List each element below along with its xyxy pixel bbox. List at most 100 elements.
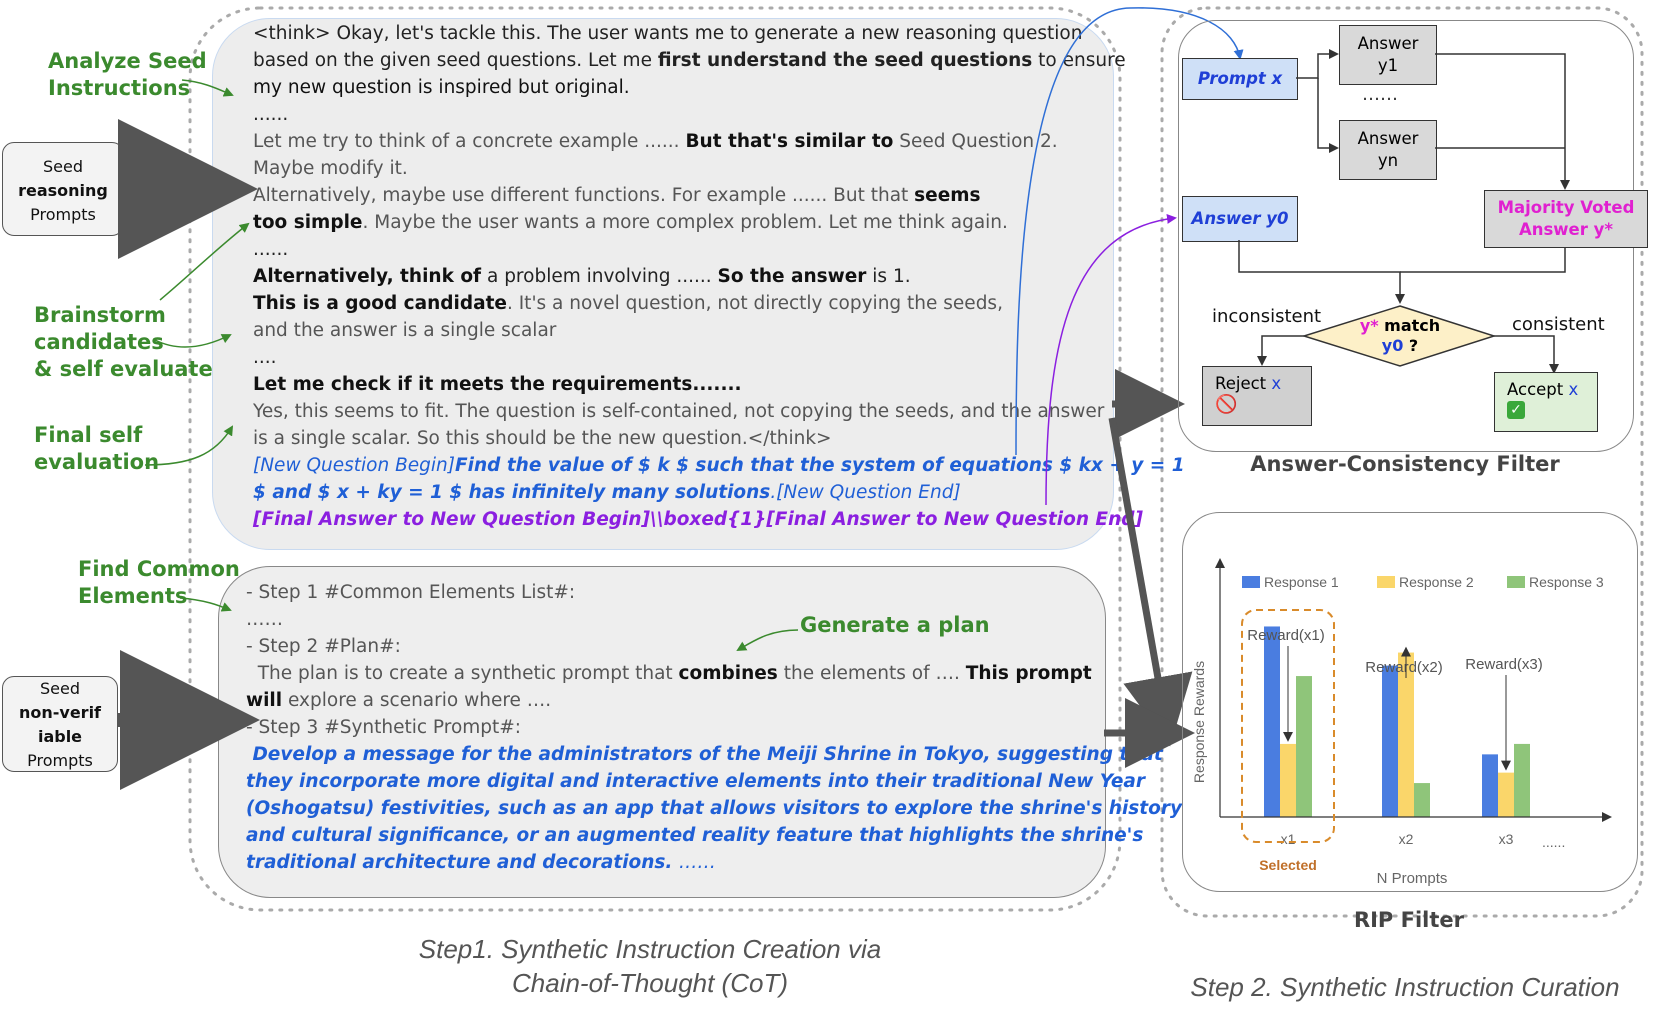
caption-line: Chain-of-Thought (CoT) bbox=[512, 968, 788, 998]
connector bbox=[1317, 78, 1339, 153]
cot-line: <think> Okay, let's tackle this. The use… bbox=[253, 23, 1083, 44]
cot-bold: first understand the seed questions bbox=[657, 50, 1033, 71]
step2-caption: Step 2. Synthetic Instruction Curation bbox=[1190, 972, 1620, 1002]
cot-line: a problem involving ...... bbox=[481, 266, 718, 287]
legend-label: Response 1 bbox=[1264, 574, 1339, 590]
cot-line: Maybe modify it. bbox=[253, 158, 408, 179]
final-answer-to-answer0-arrow bbox=[1045, 213, 1177, 506]
connector bbox=[1494, 335, 1559, 374]
plan-line: - Step 3 #Synthetic Prompt#: bbox=[246, 717, 522, 738]
connector bbox=[1435, 53, 1570, 190]
legend-swatch bbox=[1507, 576, 1525, 588]
annotation-arrow bbox=[181, 79, 234, 97]
cot-line: based on the given seed questions. Let m… bbox=[253, 50, 658, 71]
new-question-tag: [New Question Begin] bbox=[253, 455, 455, 476]
synthetic-prompt-line: traditional architecture and decorations… bbox=[246, 852, 679, 873]
plan-line: explore a scenario where …. bbox=[282, 690, 552, 711]
bar bbox=[1264, 626, 1280, 817]
bar bbox=[1398, 652, 1414, 817]
bar bbox=[1498, 772, 1514, 817]
cot-text: <think> Okay, let's tackle this. The use… bbox=[253, 20, 1185, 533]
majority-voted-box: Majority Voted Answer y* bbox=[1484, 190, 1648, 248]
cot-bold: So the answer bbox=[717, 266, 867, 287]
cot-bold: Alternatively, think of bbox=[253, 266, 482, 287]
annotation-line: Elements bbox=[78, 584, 188, 608]
x-axis-dots: ...... bbox=[1542, 834, 1565, 850]
consistency-title: Answer-Consistency Filter bbox=[1250, 452, 1560, 476]
bar bbox=[1414, 783, 1430, 817]
annotation-arrow bbox=[144, 425, 234, 466]
reward-label: Reward(x1) bbox=[1247, 627, 1325, 644]
bar bbox=[1514, 743, 1530, 817]
plan-line: - Step 1 #Common Elements List#: bbox=[246, 582, 576, 603]
cot-line: is a single scalar. So this should be th… bbox=[253, 428, 832, 449]
cot-line: ...... bbox=[253, 104, 289, 125]
annotation-line: & self evaluate bbox=[34, 357, 213, 381]
x-tick-label: x3 bbox=[1499, 831, 1514, 847]
accept-label: Accept bbox=[1507, 380, 1564, 399]
synthetic-prompt-line: and cultural significance, or an augment… bbox=[246, 825, 1144, 846]
annotation-line: Analyze Seed bbox=[48, 49, 207, 73]
annotation-line: Brainstorm bbox=[34, 303, 166, 327]
match-q: ? bbox=[1403, 336, 1419, 355]
x-tick-label: x2 bbox=[1399, 831, 1414, 847]
plan-bold: This prompt bbox=[965, 663, 1092, 684]
answer-dots: …… bbox=[1362, 84, 1398, 105]
annotation-analyze-seed: Analyze Seed Instructions bbox=[48, 48, 207, 102]
cot-bold: But that's similar to bbox=[685, 131, 894, 152]
annotation-arrow bbox=[159, 222, 250, 301]
legend-swatch bbox=[1242, 576, 1260, 588]
reject-label: Reject bbox=[1215, 374, 1267, 393]
cot-to-rip-arrow bbox=[1108, 417, 1193, 747]
prompt-x-box: Prompt x bbox=[1182, 58, 1298, 100]
check-icon: ✓ bbox=[1507, 401, 1525, 419]
synthetic-prompt-line: they incorporate more digital and intera… bbox=[246, 771, 1145, 792]
answer-label: Answer bbox=[1357, 34, 1419, 53]
seed-nonverifiable-box: Seed non-verif iable Prompts bbox=[2, 676, 118, 772]
cot-line: my new question is inspired but original… bbox=[253, 77, 630, 98]
plan-bold: combines bbox=[678, 663, 778, 684]
annotation-find-common: Find Common Elements bbox=[78, 556, 240, 610]
reward-label: Reward(x2) bbox=[1365, 659, 1443, 676]
accept-x: x bbox=[1568, 380, 1579, 399]
answer-y0-box: Answer y0 bbox=[1182, 196, 1298, 242]
bar bbox=[1296, 676, 1312, 817]
reward-label: Reward(x3) bbox=[1465, 656, 1543, 673]
annotation-arrow bbox=[154, 334, 232, 348]
step2-dotted-frame bbox=[1160, 6, 1644, 918]
rip-title: RIP Filter bbox=[1353, 908, 1465, 932]
bar bbox=[1482, 754, 1498, 817]
connector bbox=[1296, 49, 1339, 79]
plan-panel bbox=[218, 566, 1106, 898]
connector bbox=[1400, 248, 1566, 273]
reject-icon: 🚫 bbox=[1215, 394, 1238, 415]
annotation-final-self: Final self evaluation bbox=[34, 422, 159, 476]
reject-x: x bbox=[1271, 374, 1282, 393]
cot-line: to ensure bbox=[1032, 50, 1126, 71]
selected-label: Selected bbox=[1259, 857, 1317, 873]
final-answer-text: [Final Answer to New Question Begin]\\bo… bbox=[253, 509, 1143, 530]
seed-label: Prompts bbox=[30, 205, 96, 224]
plan-line: …… bbox=[246, 609, 283, 630]
seed-label: non-verif bbox=[18, 703, 102, 722]
match-diamond bbox=[1301, 305, 1497, 367]
cot-line: . It's a novel question, not directly co… bbox=[506, 293, 1003, 314]
synthetic-prompt-line: (Oshogatsu) festivities, such as an app … bbox=[246, 798, 1183, 819]
answer-label: y1 bbox=[1377, 56, 1399, 75]
caption-line: Step1. Synthetic Instruction Creation vi… bbox=[418, 934, 882, 964]
bar bbox=[1280, 743, 1296, 817]
plan-line: The plan is to create a synthetic prompt… bbox=[246, 663, 679, 684]
connector bbox=[1238, 240, 1405, 304]
seed-label: Seed bbox=[40, 679, 80, 698]
annotation-brainstorm: Brainstorm candidates & self evaluate bbox=[34, 302, 213, 383]
connector bbox=[1257, 335, 1304, 366]
plan-line: the elements of …. bbox=[777, 663, 966, 684]
new-question-tag: .[New Question End] bbox=[770, 482, 961, 503]
cot-line: Seed Question 2. bbox=[893, 131, 1058, 152]
seed-label: iable bbox=[37, 727, 83, 746]
answer-yn-box: Answer yn bbox=[1339, 120, 1437, 180]
y-axis-label: Response Rewards bbox=[1191, 661, 1207, 783]
answer-label: yn bbox=[1377, 151, 1399, 170]
seed-label: Prompts bbox=[27, 751, 93, 770]
